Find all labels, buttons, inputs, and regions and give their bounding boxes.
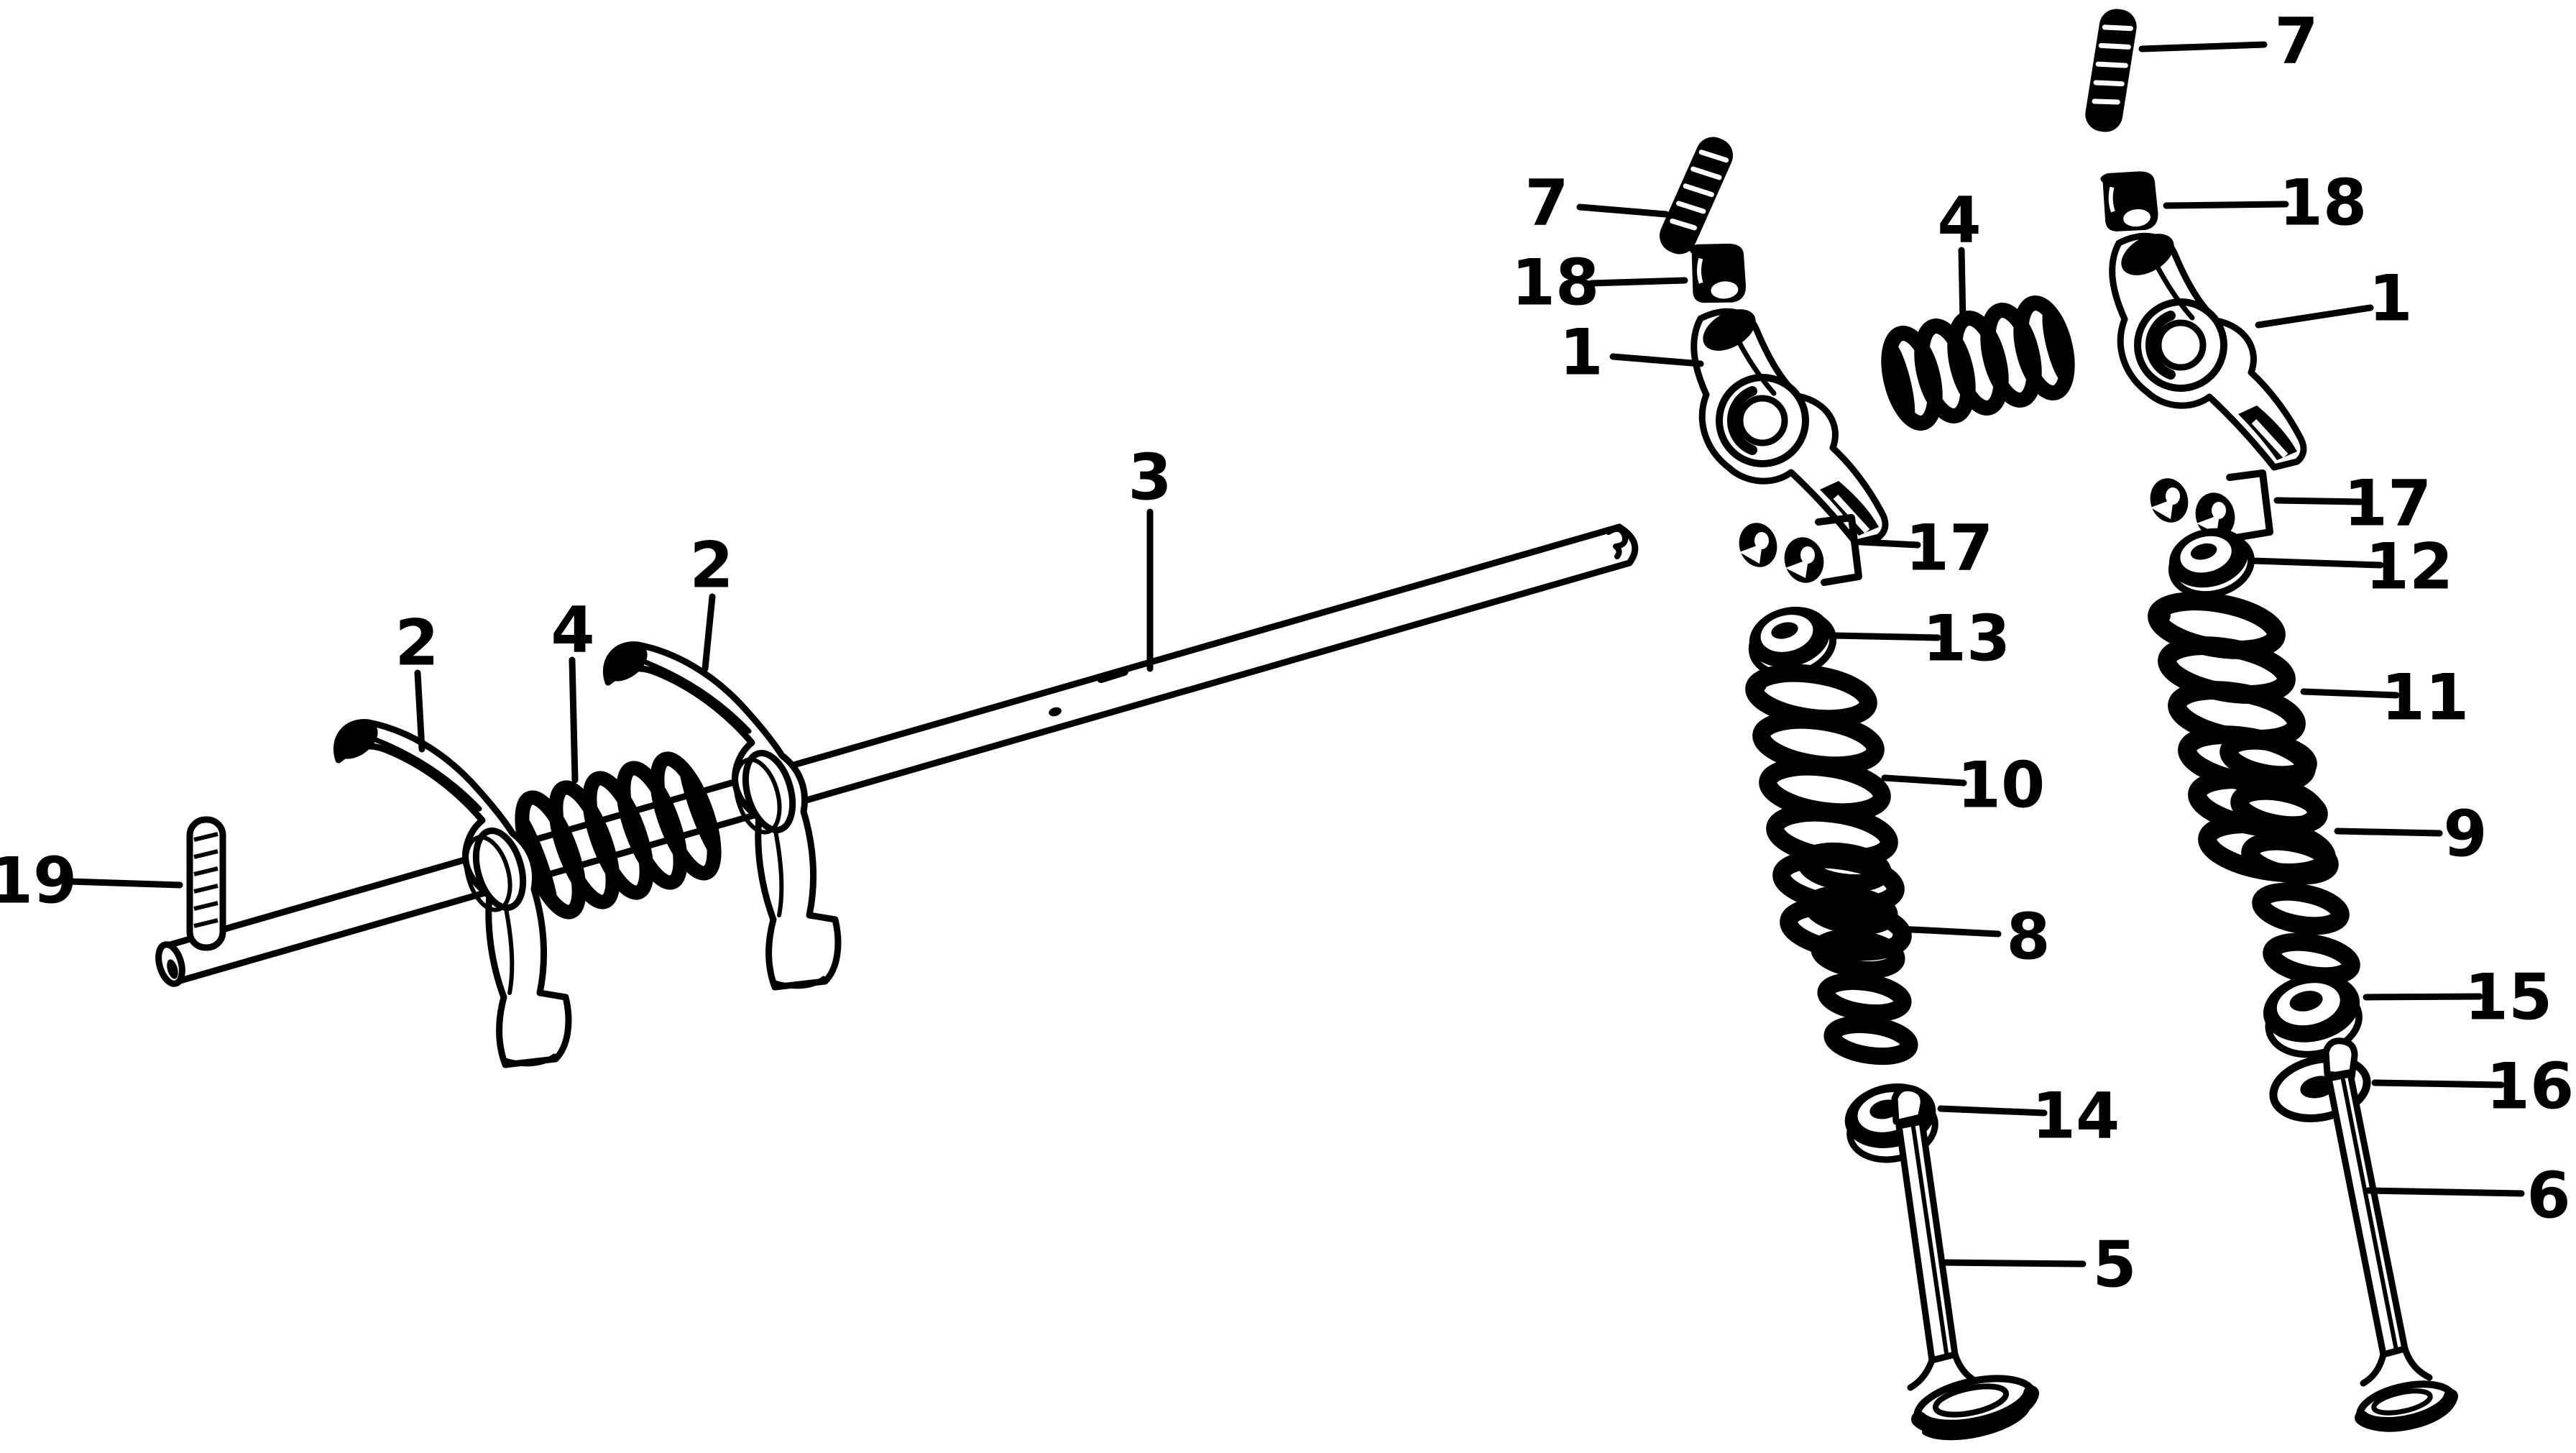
part-label-9-6: 9 (2443, 797, 2487, 871)
leader-line-18-1 (2163, 201, 2289, 209)
leader-line-8-17 (1895, 925, 2002, 938)
leader-line-14-18 (1937, 1105, 2048, 1117)
leader-line-17-14 (1858, 538, 1921, 549)
part-label-6-9: 6 (2526, 1159, 2570, 1233)
leader-line-2-23 (414, 669, 426, 753)
part-label-4-13: 4 (1937, 183, 1981, 257)
part-label-1-2: 1 (2368, 262, 2412, 336)
leader-line-18-11 (1588, 277, 1688, 287)
rocker-shaft (155, 523, 1639, 987)
shaft-pin (186, 816, 226, 951)
part-label-7-0: 7 (2274, 4, 2318, 78)
adjusting-nut-right (2100, 168, 2160, 234)
part-label-16-8: 16 (2486, 1050, 2574, 1124)
part-label-3-20: 3 (1128, 441, 1172, 515)
leader-line-1-12 (1609, 353, 1704, 367)
part-label-5-19: 5 (2092, 1228, 2136, 1302)
valve-spring-inner-right (2220, 731, 2360, 986)
leader-line-13-15 (1831, 632, 1941, 641)
leader-line-11-5 (2300, 688, 2400, 699)
part-label-18-1: 18 (2279, 166, 2367, 240)
part-label-19-24: 19 (0, 844, 77, 918)
part-label-7-10: 7 (1524, 166, 1568, 240)
intake-valve (1891, 1084, 2039, 1441)
leader-line-4-22 (569, 656, 579, 784)
part-label-14-18: 14 (2032, 1079, 2120, 1153)
leader-line-19-24 (65, 878, 183, 889)
leader-line-10-16 (1881, 774, 1967, 787)
valve-adjusting-screw-right (2083, 6, 2139, 134)
part-label-11-5: 11 (2381, 661, 2469, 735)
leader-line-7-0 (2138, 41, 2268, 52)
rocker-arm-center (1694, 301, 1885, 543)
valve-spring-horizontal (1881, 295, 2075, 431)
leader-line-17-3 (2273, 497, 2364, 505)
valve-spring-inner-center (1797, 842, 1918, 1065)
part-label-1-12: 1 (1559, 316, 1603, 390)
part-label-17-3: 17 (2344, 467, 2432, 541)
leader-line-7-10 (1576, 203, 1670, 218)
part-label-12-4: 12 (2365, 530, 2453, 604)
part-label-15-7: 15 (2465, 961, 2552, 1035)
exhaust-valve (2322, 1037, 2458, 1432)
part-label-4-22: 4 (551, 593, 594, 667)
part-label-18-11: 18 (1512, 246, 1599, 320)
part-label-13-15: 13 (1923, 602, 2010, 676)
leader-line-2-21 (702, 593, 716, 672)
valve-adjusting-screw-center (1654, 132, 1738, 260)
leader-line-15-7 (2363, 993, 2483, 1001)
leader-line-1-2 (2255, 304, 2374, 329)
part-label-8-17: 8 (2006, 900, 2050, 974)
leader-line-4-13 (1958, 247, 1966, 324)
part-label-10-16: 10 (1957, 748, 2045, 822)
valve-spring-outer-center (1745, 664, 1912, 961)
part-label-17-14: 17 (1905, 511, 1993, 585)
leader-line-12-4 (2249, 557, 2384, 569)
part-label-2-21: 2 (689, 528, 733, 602)
leader-line-5-19 (1938, 1259, 2087, 1268)
adjusting-nut-center (1689, 241, 1747, 305)
leader-line-6-9 (2365, 1187, 2525, 1197)
spring-seat-washer-12 (2163, 520, 2258, 602)
leader-line-16-8 (2371, 1079, 2505, 1088)
part-label-2-23: 2 (395, 606, 438, 680)
rocker-arm-right (2112, 225, 2304, 467)
leader-line-9-6 (2334, 828, 2443, 837)
